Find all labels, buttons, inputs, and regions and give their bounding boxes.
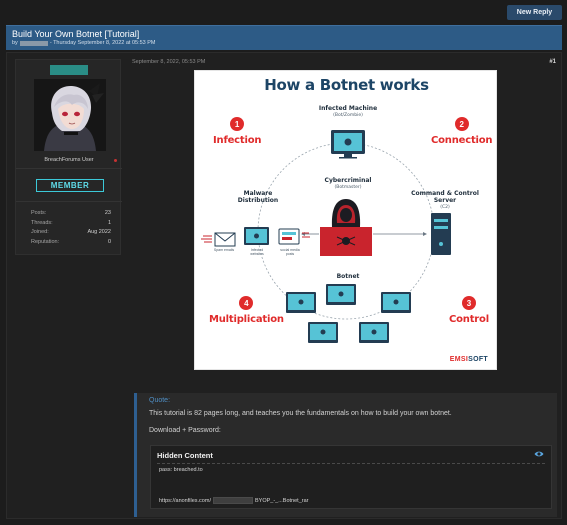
- cybercriminal-label: Cybercriminal (Botmaster): [313, 177, 383, 190]
- eye-icon[interactable]: [534, 450, 544, 458]
- stat-row-threads: Threads: 1: [31, 220, 111, 230]
- thread-meta-date: - Thursday September 8, 2022 at 05:53 PM: [49, 40, 156, 46]
- redacted-link-id: [212, 497, 253, 504]
- avatar-image: [34, 79, 106, 151]
- author-stats: Posts: 23 Threads: 1 Joined: Aug 2022 Re…: [31, 210, 111, 248]
- thread-meta: by - Thursday September 8, 2022 at 05:53…: [12, 40, 156, 46]
- stage-number: 1: [230, 117, 245, 131]
- infected-machine-title: Infected Machine: [318, 105, 378, 112]
- botnet-infographic-image[interactable]: How a Botnet works 1 Infection 2 Connect…: [194, 70, 497, 370]
- divider: [16, 201, 122, 202]
- thread-title: Build Your Own Botnet [Tutorial]: [12, 29, 140, 39]
- quote-text: This tutorial is 82 pages long, and teac…: [149, 410, 452, 417]
- infographic-title: How a Botnet works: [264, 76, 429, 94]
- quote-label: Quote:: [149, 397, 171, 404]
- user-title: BreachForums User: [44, 157, 94, 163]
- cybercriminal-sub: (Botmaster): [334, 184, 362, 190]
- stat-row-reputation: Reputation: 0: [31, 239, 111, 249]
- stage-number: 4: [239, 296, 254, 310]
- emsisoft-logo: EMSISOFT: [450, 356, 488, 363]
- link-prefix: https://anonfiles.com/: [159, 497, 211, 504]
- stage-multiplication: 4 Multiplication: [209, 296, 284, 325]
- divider: [16, 168, 122, 169]
- offline-status-icon: [114, 159, 117, 162]
- infected-websites-label: Infected websites: [250, 248, 264, 256]
- stat-label: Joined:: [31, 229, 49, 235]
- stat-value[interactable]: 0: [107, 238, 111, 245]
- download-label: Download + Password:: [149, 427, 221, 434]
- link-suffix: BYOP_-_...Botnet_rar: [254, 497, 309, 504]
- hidden-content-title: Hidden Content: [157, 451, 213, 460]
- download-link[interactable]: https://anonfiles.com/ BYOP_-_...Botnet_…: [159, 497, 308, 504]
- infected-machine-label: Infected Machine (Bot/Zombie): [313, 105, 383, 118]
- new-reply-button[interactable]: New Reply: [507, 5, 562, 20]
- cnc-label: Command & Control Server (C2): [405, 190, 485, 210]
- spam-emails-label: Spam emails: [213, 248, 235, 252]
- brand-prefix: EMSI: [449, 356, 469, 363]
- stage-number: 2: [454, 117, 469, 131]
- stat-value[interactable]: 1: [107, 219, 111, 226]
- author-sidebar: BreachForums User MEMBER Posts: 23 Threa…: [15, 59, 122, 255]
- hidden-content-box: Hidden Content pass: breached.to https:/…: [150, 445, 552, 509]
- divider: [157, 463, 545, 464]
- infographic-graphics: [201, 130, 451, 343]
- thread-meta-by: by: [12, 40, 18, 46]
- stage-label: Multiplication: [209, 314, 284, 325]
- cnc-title: Command & Control Server: [411, 190, 479, 204]
- stat-row-posts: Posts: 23: [31, 210, 111, 220]
- stat-row-joined: Joined: Aug 2022: [31, 229, 111, 239]
- rank-badge: MEMBER: [36, 179, 104, 192]
- infected-machine-sub: (Bot/Zombie): [333, 112, 363, 118]
- avatar[interactable]: [34, 79, 106, 151]
- author-username[interactable]: [50, 65, 88, 75]
- password-text: pass: breached.to: [159, 467, 203, 473]
- cybercriminal-title: Cybercriminal: [324, 177, 372, 184]
- thread-header: Build Your Own Botnet [Tutorial] by - Th…: [6, 25, 562, 50]
- post: BreachForums User MEMBER Posts: 23 Threa…: [6, 52, 562, 519]
- cnc-sub: (C2): [440, 204, 450, 210]
- stage-label: Control: [449, 314, 489, 325]
- malware-distribution-label: Malware Distribution: [237, 190, 279, 204]
- botnet-label: Botnet: [336, 273, 360, 280]
- stage-number: 3: [461, 296, 476, 310]
- stat-label: Posts:: [31, 210, 47, 216]
- stage-connection: 2 Connection: [431, 117, 493, 146]
- stat-value: Aug 2022: [87, 229, 111, 235]
- stage-control: 3 Control: [449, 296, 489, 325]
- redacted-username[interactable]: [19, 40, 48, 46]
- stage-label: Connection: [431, 135, 493, 146]
- stat-value[interactable]: 23: [104, 210, 111, 216]
- post-date: September 8, 2022, 05:53 PM: [132, 59, 206, 65]
- social-media-label: social media posts: [280, 248, 300, 256]
- post-number-link[interactable]: #1: [549, 59, 556, 65]
- stat-label: Threads:: [31, 219, 53, 226]
- quote-block: Quote: This tutorial is 82 pages long, a…: [134, 393, 557, 517]
- stat-label: Reputation:: [31, 238, 60, 245]
- brand-suffix: SOFT: [468, 356, 488, 363]
- stage-label: Infection: [213, 135, 262, 146]
- stage-infection: 1 Infection: [213, 117, 262, 146]
